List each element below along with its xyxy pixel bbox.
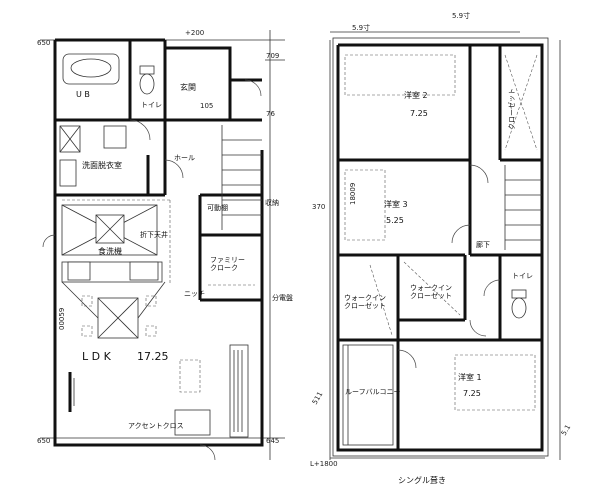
label-roof: シングル葺き	[398, 475, 446, 485]
stairs-1f	[221, 125, 262, 230]
label-toilet-1f: トイレ	[141, 101, 162, 109]
label-hall: ホール	[174, 154, 195, 162]
label-balcony: ルーフバルコニー	[345, 388, 400, 396]
dim-5-9-a: 5.9寸	[352, 23, 370, 32]
dim-650-top: 650	[37, 39, 50, 47]
dim-l1800: L+1800	[310, 460, 338, 468]
dim-5-1: 5.1	[560, 423, 572, 437]
first-floor-plan: 650 +200 709 76 650 645 U B トイレ 玄関 105 洗…	[37, 29, 293, 461]
label-washroom: 洗面脱衣室	[82, 160, 122, 170]
dim-bed3: 18009	[349, 183, 357, 205]
second-floor-plan: 5.9寸 5.9寸 370 511 L+1800 5.1 洋室 2 7.25 洋…	[310, 11, 572, 485]
label-bath: U B	[76, 90, 90, 99]
dim-200: +200	[185, 29, 204, 37]
label-toilet-2f: トイレ	[512, 272, 533, 280]
label-bed1: 洋室 1	[458, 372, 482, 382]
label-pantry: 可動棚	[207, 203, 228, 212]
dim-vert-1f: 00059	[58, 308, 66, 330]
label-ldk: L D K	[82, 350, 112, 363]
label-bed2-size: 7.25	[410, 109, 428, 118]
dim-76: 76	[266, 110, 275, 118]
label-ceiling-note: 折下天井	[140, 230, 168, 239]
label-closet: クローゼット	[507, 88, 516, 130]
dim-709: 709	[266, 52, 279, 60]
label-bed2: 洋室 2	[404, 90, 428, 100]
label-kitchen: 食洗機	[98, 246, 122, 256]
label-side-note: 分電盤	[272, 293, 293, 302]
label-entrance: 玄関	[180, 82, 196, 92]
label-wic2: ウォークインクローゼット	[410, 284, 452, 300]
label-wic1: ウォークインクローゼット	[344, 294, 386, 310]
label-niche: ニッチ	[184, 290, 205, 298]
label-storage: 収納	[265, 198, 279, 207]
dim-5-9-b: 5.9寸	[452, 11, 470, 20]
label-bed3: 洋室 3	[384, 199, 408, 209]
label-corridor: 廊下	[476, 240, 490, 249]
dim-511: 511	[311, 390, 325, 406]
label-bed3-size: 5.25	[386, 216, 404, 225]
dim-370: 370	[312, 203, 325, 211]
dim-105: 105	[200, 102, 213, 110]
label-bed1-size: 7.25	[463, 389, 481, 398]
stairs-2f	[504, 165, 542, 250]
dim-645: 645	[266, 437, 279, 445]
label-accent-cross: アクセントクロス	[128, 422, 184, 430]
label-ldk-size: 17.25	[137, 350, 169, 363]
label-family-closet: ファミリークローク	[210, 256, 245, 272]
dim-650-bottom: 650	[37, 437, 50, 445]
